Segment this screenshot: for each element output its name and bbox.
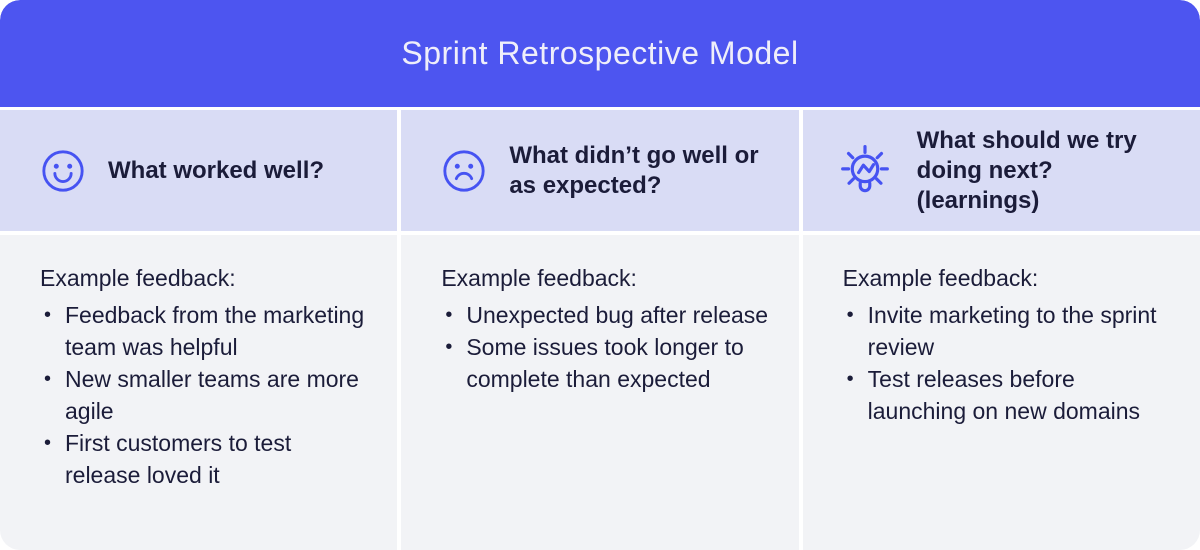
retrospective-columns: What worked well? Example feedback: Feed… [0,110,1200,550]
title-banner: Sprint Retrospective Model [0,0,1200,107]
feedback-list-worked-well: Feedback from the marketing team was hel… [40,299,369,491]
column-body-didnt-go-well: Example feedback: Unexpected bug after r… [401,235,799,550]
page-title: Sprint Retrospective Model [401,35,799,71]
feedback-bullet-item: Test releases before launching on new do… [843,363,1172,427]
column-try-next: What should we try doing next? (learning… [802,110,1200,550]
column-body-try-next: Example feedback: Invite marketing to th… [802,235,1200,550]
column-worked-well: What worked well? Example feedback: Feed… [0,110,398,550]
question-try-next: What should we try doing next? (learning… [916,126,1137,214]
feedback-label: Example feedback: [40,265,236,291]
feedback-bullet-item: Feedback from the marketing team was hel… [40,299,369,363]
feedback-bullet-item: Some issues took longer to complete than… [441,331,770,395]
column-header-worked-well: What worked well? [0,110,398,231]
feedback-label: Example feedback: [441,265,637,291]
feedback-label: Example feedback: [842,265,1039,291]
feedback-bullet-item: Invite marketing to the sprint review [843,299,1172,363]
feedback-bullet-item: Unexpected bug after release [441,299,770,331]
question-worked-well: What worked well? [108,156,325,184]
lightbulb-idea-icon [831,137,899,205]
smiley-face-icon [40,148,86,194]
feedback-bullet-item: First customers to test release loved it [40,427,369,491]
feedback-bullet-item: New smaller teams are more agile [40,363,369,427]
column-header-try-next: What should we try doing next? (learning… [802,110,1200,231]
sad-face-icon [441,148,487,194]
column-body-worked-well: Example feedback: Feedback from the mark… [0,235,398,550]
feedback-list-didnt-go-well: Unexpected bug after releaseSome issues … [441,299,770,395]
feedback-list-try-next: Invite marketing to the sprint reviewTes… [843,299,1172,427]
column-header-didnt-go-well: What didn’t go well or as expected? [401,110,799,231]
column-didnt-go-well: What didn’t go well or as expected? Exam… [401,110,799,550]
question-didnt-go-well: What didn’t go well or as expected? [509,141,759,199]
